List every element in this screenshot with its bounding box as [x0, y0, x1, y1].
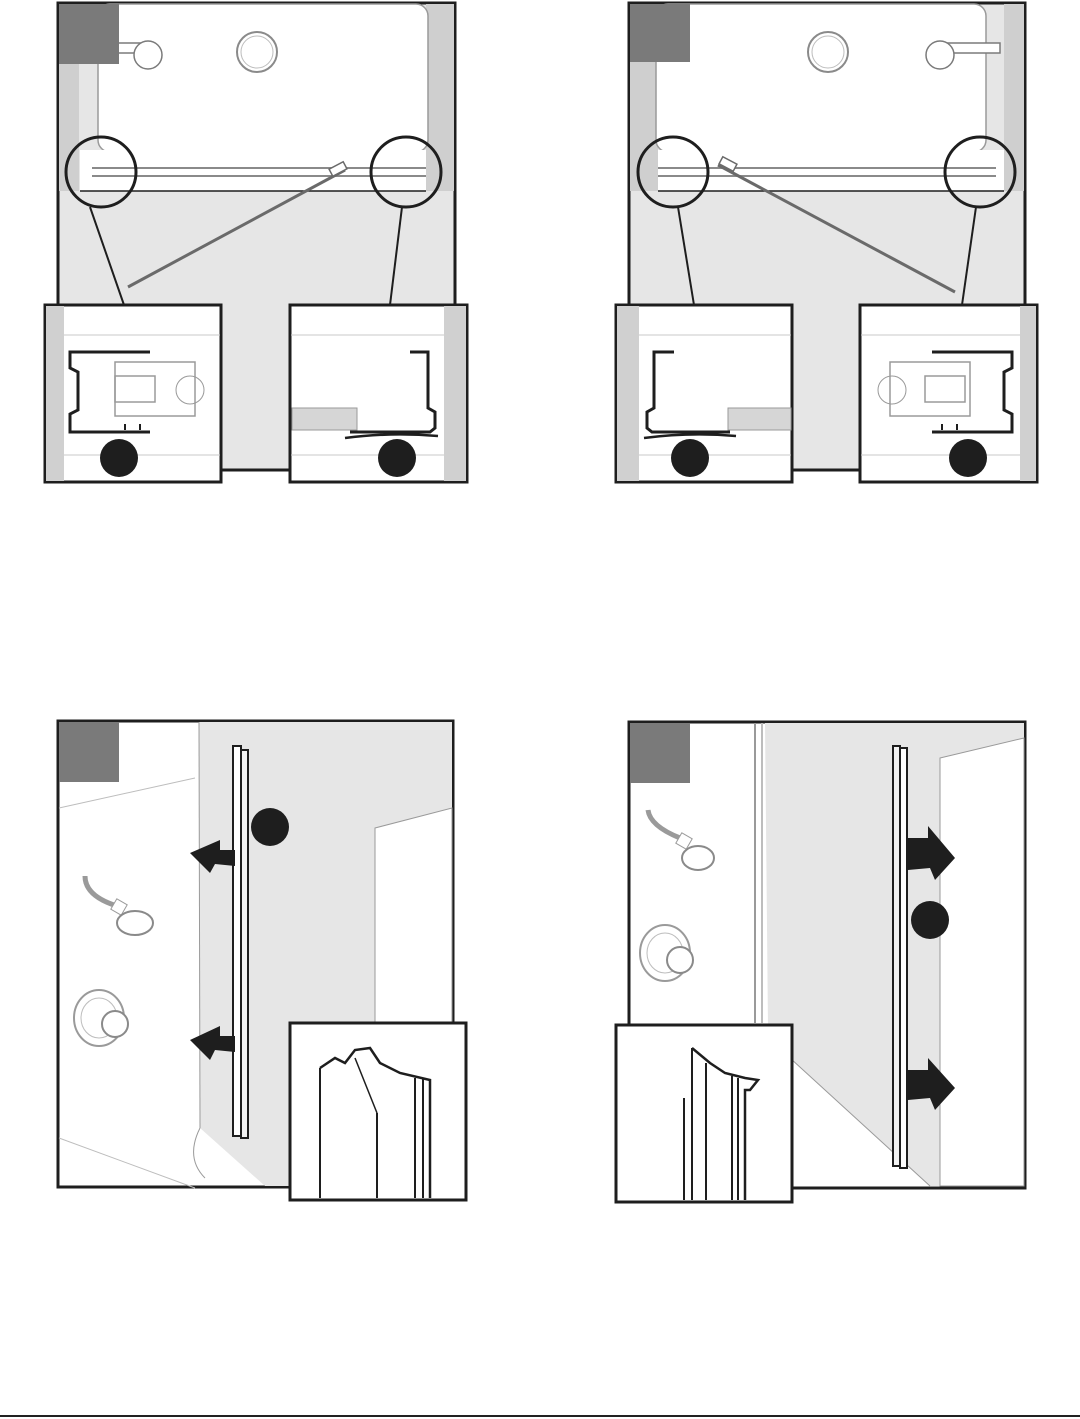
step-number-badge	[59, 722, 119, 782]
jamb-profile-inset	[290, 1023, 466, 1200]
detail-inset-left	[45, 305, 221, 482]
step-number-badge	[630, 723, 690, 783]
callout-dot	[671, 439, 709, 477]
detail-inset-left	[616, 305, 792, 482]
jamb-profile-inset	[616, 1025, 792, 1202]
callout-dot	[251, 808, 289, 846]
step-number-badge	[630, 4, 690, 62]
figure-step-1	[40, 0, 480, 490]
bathtub-top-view-left	[40, 0, 480, 490]
figure-step-2	[610, 0, 1050, 490]
wall-jamb-install-right	[610, 718, 1035, 1208]
callout-dot	[949, 439, 987, 477]
figure-step-3	[55, 718, 475, 1208]
page-bottom-rule	[0, 1415, 1080, 1417]
callout-dot	[911, 901, 949, 939]
wall-jamb-install-left	[55, 718, 475, 1208]
figure-step-4	[610, 718, 1035, 1208]
wall-jamb-channel	[233, 746, 248, 1138]
step-number-badge	[59, 4, 119, 64]
bathtub-top-view-right	[610, 0, 1050, 490]
wall-jamb-channel	[893, 746, 907, 1168]
detail-inset-right	[860, 305, 1037, 482]
detail-inset-right	[290, 305, 467, 482]
callout-dot	[378, 439, 416, 477]
tub-basin	[98, 4, 428, 152]
callout-dot	[100, 439, 138, 477]
